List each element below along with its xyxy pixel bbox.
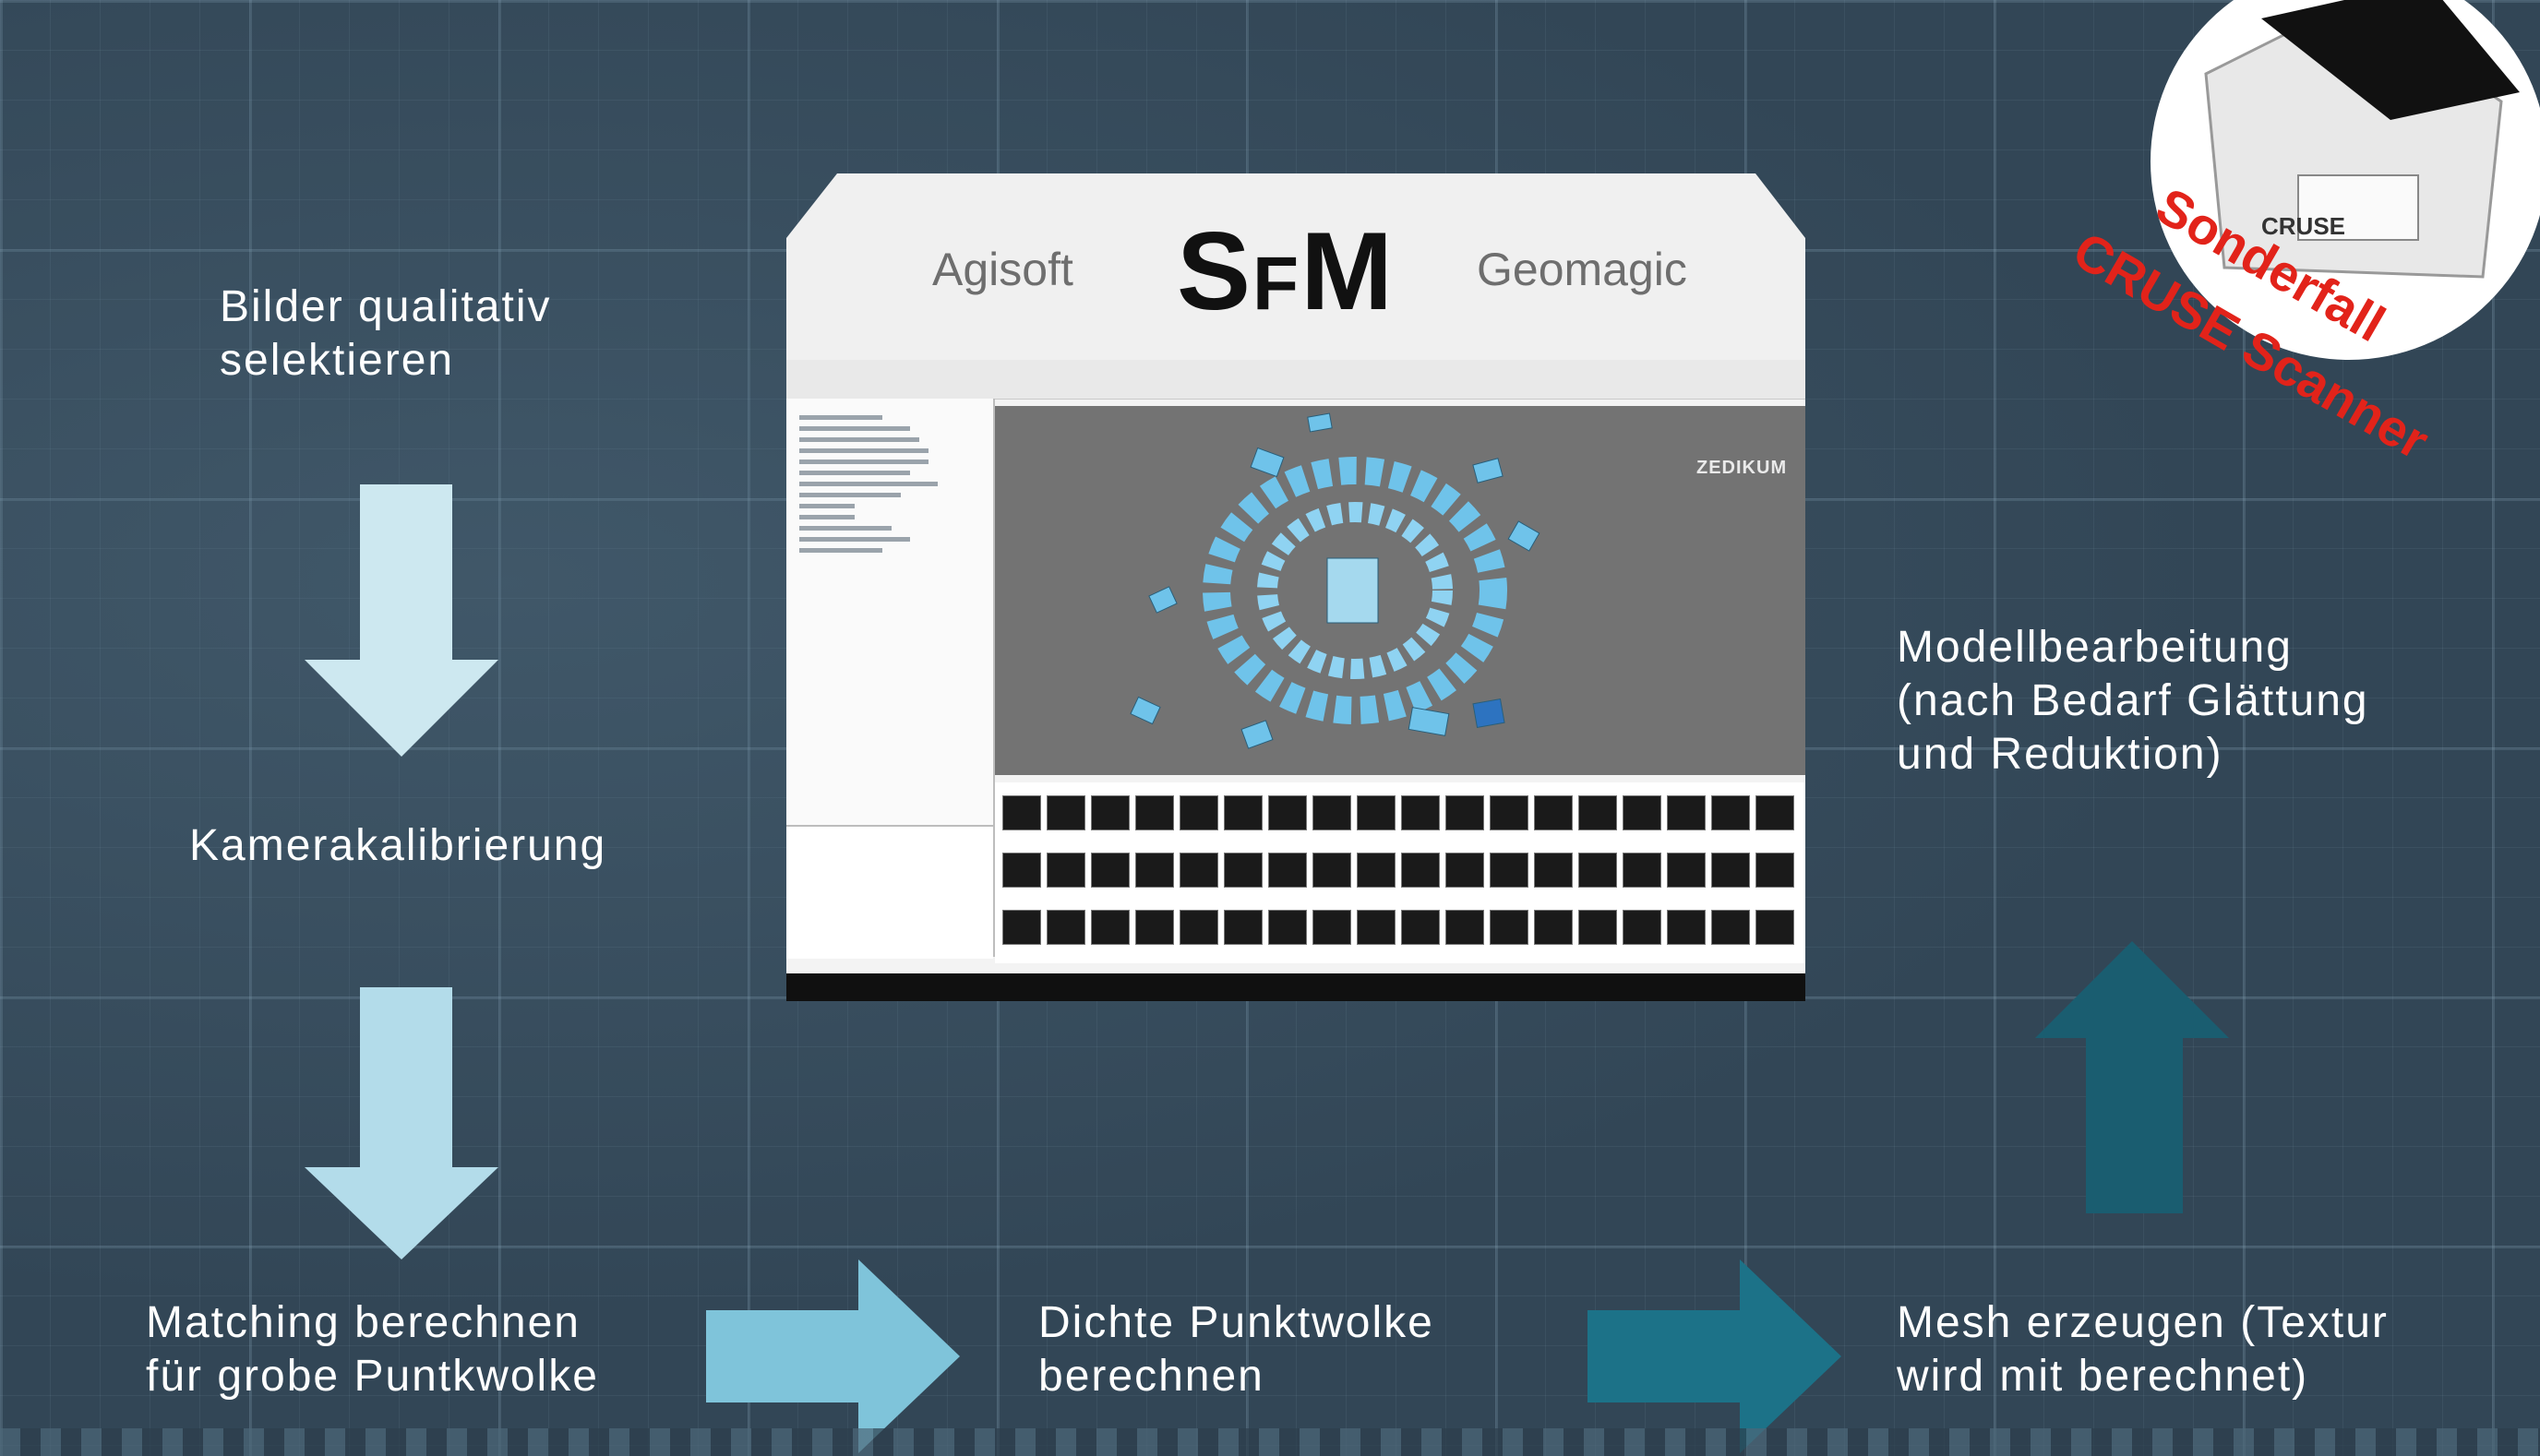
geomagic-label: Geomagic — [1477, 244, 1687, 295]
point-cloud-visual — [1130, 412, 1540, 749]
software-toolbar — [786, 360, 1805, 400]
software-screenshot — [786, 360, 1805, 1001]
properties-panel — [786, 825, 993, 959]
cruse-logo: CRUSE — [2261, 212, 2346, 240]
arrow-down-2 — [305, 987, 498, 1259]
step-dense-cloud: Dichte Punktwolke berechnen — [1038, 1298, 1434, 1401]
decorative-bottom-band — [0, 1428, 2540, 1456]
scanner-illustration — [2204, 0, 2520, 279]
step-mesh: Mesh erzeugen (Textur wird mit berechnet… — [1897, 1298, 2389, 1401]
arrow-down-1 — [305, 484, 498, 757]
step-matching: Matching berechnen für grobe Puntkwolke — [146, 1298, 599, 1401]
step-model-editing: Modellbearbeitung (nach Bedarf Glättung … — [1897, 623, 2369, 779]
arrow-right-1 — [706, 1259, 960, 1453]
zedikum-logo: ZEDIKUM — [1696, 458, 1788, 478]
photos-strip — [995, 782, 1805, 963]
agisoft-label: Agisoft — [932, 244, 1073, 295]
workspace-panel — [786, 399, 995, 959]
windows-taskbar — [786, 973, 1805, 1001]
sfm-title: SFM — [1177, 209, 1396, 333]
step-select-images: Bilder qualitativ selektieren — [220, 282, 552, 385]
arrow-right-2 — [1588, 1259, 1841, 1453]
model-viewport — [995, 406, 1805, 775]
arrow-up — [2035, 941, 2229, 1213]
cruse-scanner-badge — [2151, 0, 2540, 360]
step-camera-calibration: Kamerakalibrierung — [189, 821, 607, 870]
